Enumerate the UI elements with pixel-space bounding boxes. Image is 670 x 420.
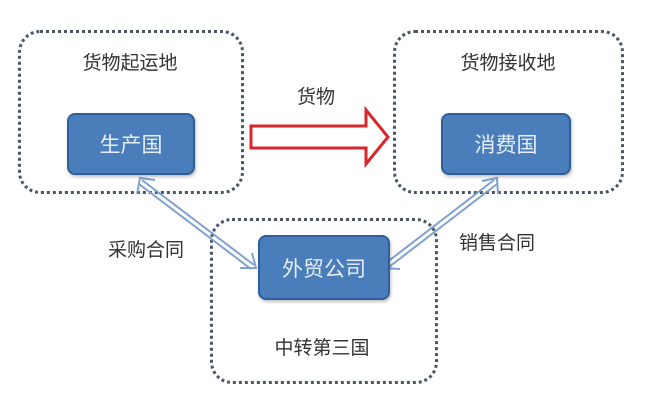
origin-zone <box>18 30 244 194</box>
destination-zone <box>393 30 624 194</box>
sales-contract-label: 销售合同 <box>458 232 536 254</box>
goods-arrow <box>249 105 390 169</box>
producer-node: 生产国 <box>67 113 195 175</box>
trader-node: 外贸公司 <box>258 235 390 300</box>
transit-zone-label: 中转第三国 <box>274 337 370 359</box>
transit-zone <box>210 218 438 384</box>
destination-zone-label: 货物接收地 <box>460 52 556 74</box>
consumer-node: 消费国 <box>441 113 571 175</box>
sales-contract-arrow <box>382 176 499 270</box>
purchase-contract-arrow <box>136 176 258 270</box>
origin-zone-label: 货物起运地 <box>82 52 178 74</box>
purchase-contract-label: 采购合同 <box>107 239 185 261</box>
goods-label: 货物 <box>296 86 336 108</box>
